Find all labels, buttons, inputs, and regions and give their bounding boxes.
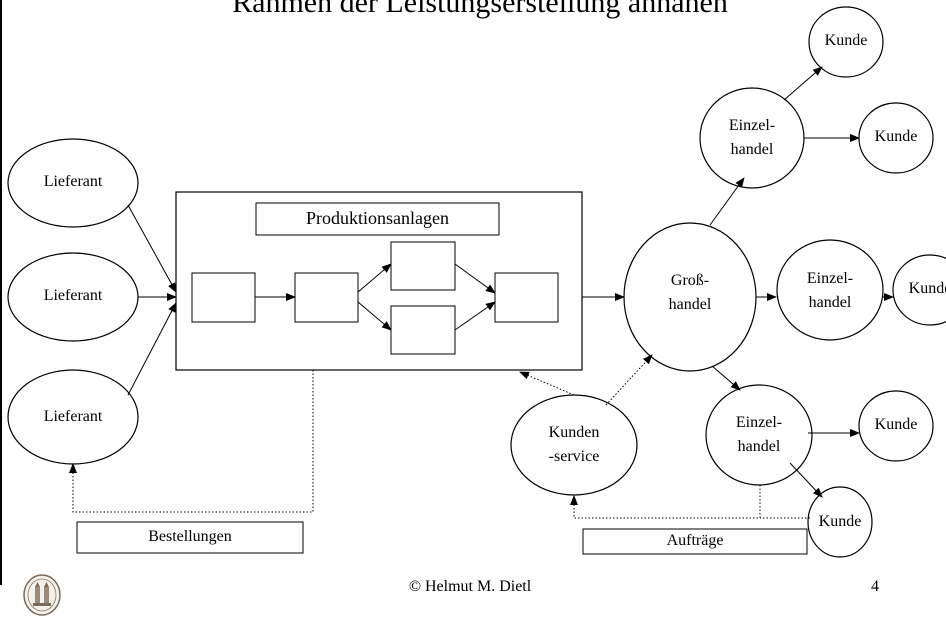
process-step-3a — [390, 241, 456, 291]
supplier-label-3: Lieferant — [43, 408, 103, 425]
process-step-4 — [494, 272, 559, 323]
process-step-3b — [390, 305, 456, 355]
customer-service-label-line1: Kunden — [548, 424, 600, 441]
slide-title: Rahmen der Leistungserstellung ahnahen — [232, 0, 728, 19]
wholesale-label-line2: handel — [668, 296, 712, 313]
university-seal-logo — [23, 574, 61, 616]
retail-1-label-line1: Einzel- — [728, 117, 776, 134]
retail-1-to-customer-1-arrow — [783, 66, 823, 101]
customer-label-5: Kunde — [818, 513, 862, 530]
copyright-footer: © Helmut M. Dietl — [408, 578, 532, 595]
customer-node-4 — [858, 390, 934, 462]
process-arrow-3b — [454, 301, 496, 331]
supplier-arrow-1 — [127, 204, 177, 293]
customer-label-1: Kunde — [824, 32, 868, 49]
retail-node-2 — [776, 239, 884, 341]
customer-label-2: Kunde — [874, 128, 918, 145]
supplier-label-2: Lieferant — [43, 287, 103, 304]
wholesale-to-retail-1-arrow — [709, 177, 745, 226]
supplier-label-1: Lieferant — [43, 173, 103, 190]
retail-3-label-line1: Einzel- — [735, 414, 783, 431]
page-number: 4 — [871, 578, 879, 595]
retail-1-label-line2: handel — [730, 141, 774, 158]
supplier-node-1 — [7, 138, 139, 228]
process-step-2 — [294, 272, 359, 323]
auftraege-dotted-line-to-service — [570, 485, 761, 519]
orders-dotted-line-to-supplier — [69, 370, 314, 513]
orders-label: Bestellungen — [148, 528, 232, 545]
supplier-arrow-3 — [127, 302, 177, 396]
process-arrow-3a — [454, 263, 496, 294]
auftraege-label: Aufträge — [666, 532, 724, 549]
retail-node-1 — [699, 87, 805, 189]
customer-node-5 — [807, 486, 873, 558]
customer-node-3 — [892, 254, 946, 326]
process-arrow-2b — [357, 301, 392, 331]
wholesale-to-retail-3-arrow — [711, 365, 741, 391]
customer-service-node — [510, 394, 638, 496]
production-label: Produktionsanlagen — [306, 208, 449, 228]
process-arrow-2a — [357, 263, 392, 293]
production-label-box — [255, 202, 500, 236]
auftraege-box — [582, 528, 808, 555]
customer-service-label-line2: -service — [548, 448, 600, 465]
orders-box — [76, 521, 304, 554]
customer-node-1 — [808, 6, 884, 78]
retail-node-3 — [705, 384, 813, 486]
service-to-production-dotted-arrow — [519, 371, 575, 396]
customer-label-3: Kunde — [908, 280, 946, 297]
retail-3-label-line2: handel — [737, 438, 781, 455]
retail-2-label-line2: handel — [808, 294, 852, 311]
retail-3-to-customer-5-arrow — [789, 462, 823, 498]
retail-2-label-line1: Einzel- — [806, 270, 854, 287]
customer-label-4: Kunde — [874, 416, 918, 433]
service-to-wholesale-dotted-arrow — [605, 354, 653, 406]
wholesale-label-line1: Groß- — [670, 272, 710, 289]
process-step-1 — [191, 272, 256, 323]
